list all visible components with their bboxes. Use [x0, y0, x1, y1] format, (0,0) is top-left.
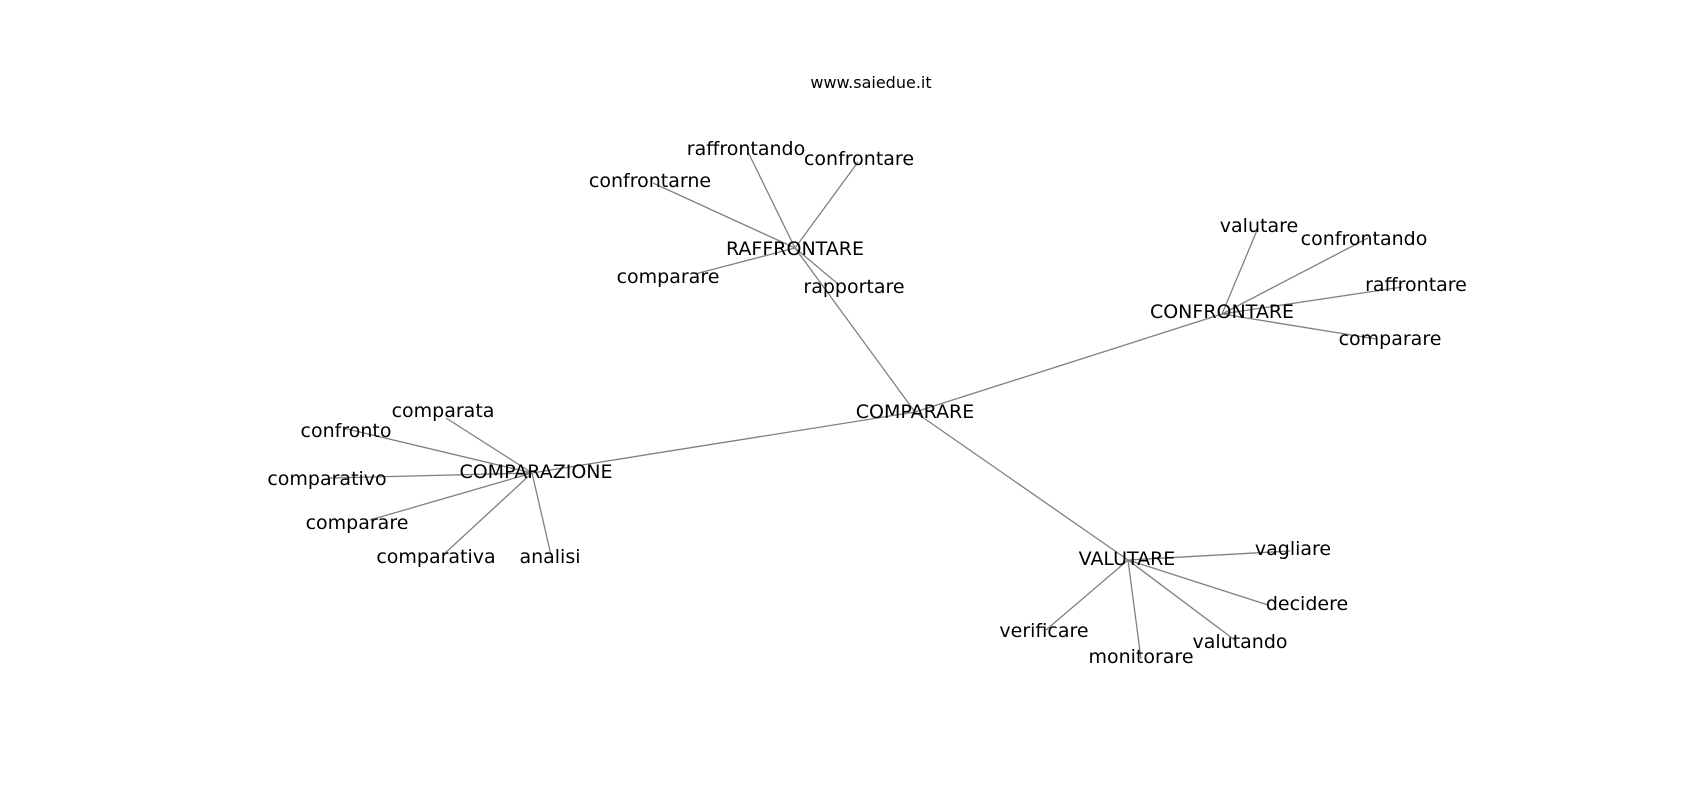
edge-root-to-confrontare: [914, 313, 1223, 413]
root-node-label: COMPARARE: [856, 401, 975, 423]
leaf-node-comparativo: comparativo: [267, 468, 386, 490]
edge-root-to-valutare: [914, 411, 1129, 561]
graph-labels: COMPARARERAFFRONTAREraffrontandoconfront…: [267, 138, 1467, 668]
edge-comparazione-to-analisi: [531, 472, 552, 556]
edge-comparazione-to-comparata: [445, 417, 533, 474]
leaf-node-confrontare: confrontare: [804, 148, 914, 170]
leaf-node-vagliare: vagliare: [1255, 538, 1331, 560]
edge-valutare-to-verificare: [1045, 559, 1129, 631]
edge-comparazione-to-comparativo: [329, 472, 533, 479]
source-website-label: www.saiedue.it: [810, 73, 931, 92]
edge-valutare-to-valutando: [1127, 559, 1237, 642]
edge-raffrontare-to-confrontarne: [652, 182, 796, 249]
leaf-node-comparare: comparare: [1339, 328, 1442, 350]
edge-raffrontare-to-comparare: [694, 247, 796, 275]
leaf-node-comparativa: comparativa: [376, 546, 495, 568]
edge-raffrontare-to-raffrontando: [747, 151, 796, 249]
branch-node-valutare: VALUTARE: [1079, 548, 1176, 570]
edge-comparazione-to-comparare: [369, 472, 533, 521]
branch-node-confrontare: CONFRONTARE: [1150, 301, 1294, 323]
leaf-node-comparare: comparare: [306, 512, 409, 534]
edge-confrontare-to-comparare: [1221, 313, 1377, 340]
edge-root-to-raffrontare: [794, 247, 916, 413]
edge-raffrontare-to-confrontare: [794, 161, 859, 249]
leaf-node-decidere: decidere: [1266, 593, 1348, 615]
edge-valutare-to-monitorare: [1127, 559, 1142, 660]
leaf-node-raffrontando: raffrontando: [687, 138, 805, 160]
edge-valutare-to-vagliare: [1127, 550, 1291, 561]
edge-comparazione-to-comparativa: [442, 472, 533, 556]
edge-valutare-to-decidere: [1127, 559, 1269, 606]
edge-comparazione-to-confronto: [342, 427, 533, 474]
edge-confrontare-to-confrontando: [1221, 237, 1369, 315]
leaf-node-confronto: confronto: [301, 420, 392, 442]
leaf-node-rapportare: rapportare: [803, 276, 904, 298]
leaf-node-valutando: valutando: [1192, 631, 1287, 653]
edge-confrontare-to-valutare: [1221, 227, 1259, 315]
leaf-node-verificare: verificare: [999, 620, 1088, 642]
leaf-node-confrontarne: confrontarne: [589, 170, 711, 192]
branch-node-comparazione: COMPARAZIONE: [459, 461, 612, 483]
edge-root-to-comparazione: [531, 411, 916, 474]
branch-node-raffrontare: RAFFRONTARE: [726, 238, 864, 260]
leaf-node-comparare: comparare: [617, 266, 720, 288]
graph-edges: [329, 151, 1403, 660]
leaf-node-valutare: valutare: [1220, 215, 1298, 237]
leaf-node-raffrontare: raffrontare: [1365, 274, 1467, 296]
leaf-node-comparata: comparata: [392, 400, 495, 422]
edge-confrontare-to-raffrontare: [1221, 286, 1403, 315]
leaf-node-analisi: analisi: [519, 546, 580, 568]
leaf-node-monitorare: monitorare: [1088, 646, 1193, 668]
edge-raffrontare-to-rapportare: [794, 247, 839, 285]
leaf-node-confrontando: confrontando: [1301, 228, 1428, 250]
